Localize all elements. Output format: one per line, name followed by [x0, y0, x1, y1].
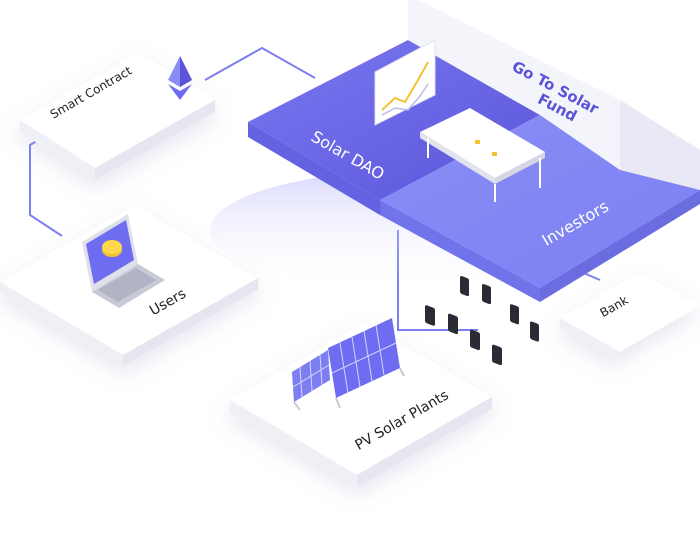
coin-icon [102, 240, 122, 257]
pv-solar-plants-node [230, 322, 492, 487]
laptop-icon [82, 214, 165, 308]
solar-panel-icon [292, 318, 405, 411]
back-wall [408, 0, 620, 170]
back-wall-side [620, 100, 700, 190]
bank-node [560, 272, 700, 362]
meeting-table-icon [420, 108, 545, 366]
growth-chart-icon [374, 39, 436, 126]
smart-contract-node [20, 52, 215, 180]
connector-contract-dao [204, 46, 316, 81]
solar-dao-node [248, 40, 540, 215]
ethereum-icon [168, 56, 192, 100]
